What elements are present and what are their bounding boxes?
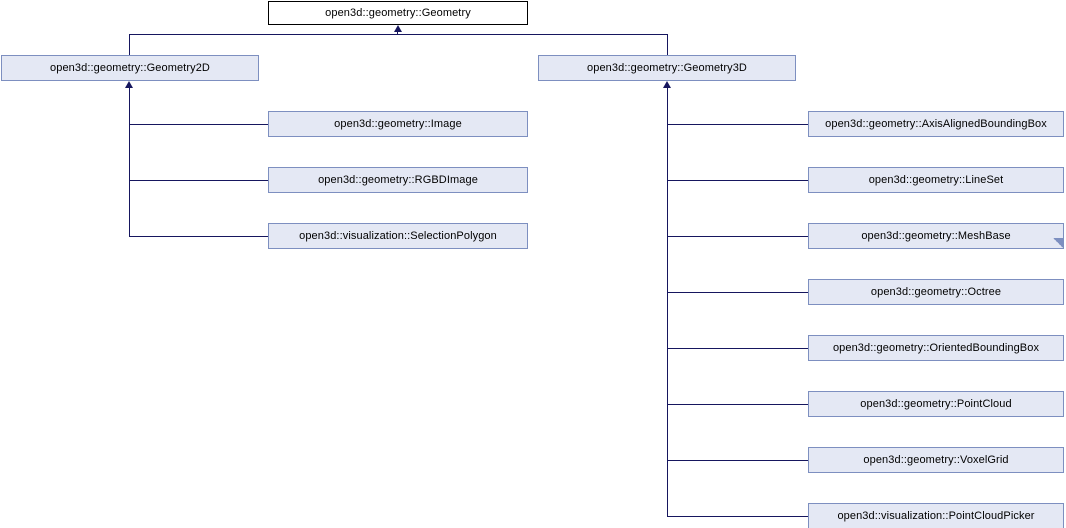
edge-root-stem xyxy=(397,31,398,35)
node-label: open3d::geometry::VoxelGrid xyxy=(863,453,1009,466)
edge-to-rgbdimage xyxy=(129,180,268,181)
node-label: open3d::geometry::Geometry3D xyxy=(587,61,747,74)
node-label: open3d::visualization::PointCloudPicker xyxy=(837,509,1035,522)
edge-to-octree xyxy=(667,292,808,293)
edge-geometry3d-trunk xyxy=(667,87,668,517)
edge-to-image xyxy=(129,124,268,125)
node-voxelgrid[interactable]: open3d::geometry::VoxelGrid xyxy=(808,447,1064,473)
edge-to-axisalignedboundingbox xyxy=(667,124,808,125)
node-label: open3d::geometry::LineSet xyxy=(868,173,1004,186)
node-label: open3d::geometry::PointCloud xyxy=(860,397,1012,410)
node-lineset[interactable]: open3d::geometry::LineSet xyxy=(808,167,1064,193)
node-label: open3d::geometry::AxisAlignedBoundingBox xyxy=(825,117,1047,130)
edge-geometry2d-trunk xyxy=(129,87,130,236)
inheritance-arrow-to-geometry3d xyxy=(663,81,671,88)
node-label: open3d::geometry::Geometry2D xyxy=(50,61,210,74)
node-meshbase[interactable]: open3d::geometry::MeshBase xyxy=(808,223,1064,249)
node-label: open3d::visualization::SelectionPolygon xyxy=(299,229,497,242)
node-selectionpolygon[interactable]: open3d::visualization::SelectionPolygon xyxy=(268,223,528,249)
node-label: open3d::geometry::Geometry xyxy=(325,6,471,19)
node-orientedboundingbox[interactable]: open3d::geometry::OrientedBoundingBox xyxy=(808,335,1064,361)
inheritance-arrow-to-geometry2d xyxy=(125,81,133,88)
node-label: open3d::geometry::MeshBase xyxy=(861,229,1011,242)
node-geometry3d[interactable]: open3d::geometry::Geometry3D xyxy=(538,55,796,81)
node-label: open3d::geometry::OrientedBoundingBox xyxy=(832,341,1040,354)
node-axisalignedboundingbox[interactable]: open3d::geometry::AxisAlignedBoundingBox xyxy=(808,111,1064,137)
inheritance-arrow-to-geometry xyxy=(394,25,402,32)
edge-to-pointcloudpicker xyxy=(667,516,808,517)
edge-to-voxelgrid xyxy=(667,460,808,461)
edge-level1-bus xyxy=(129,34,668,35)
node-octree[interactable]: open3d::geometry::Octree xyxy=(808,279,1064,305)
edge-to-pointcloud xyxy=(667,404,808,405)
edge-level1-drop-right xyxy=(667,34,668,55)
node-rgbdimage[interactable]: open3d::geometry::RGBDImage xyxy=(268,167,528,193)
node-label: open3d::geometry::RGBDImage xyxy=(318,173,478,186)
node-label: open3d::geometry::Octree xyxy=(870,285,1002,298)
node-pointcloudpicker[interactable]: open3d::visualization::PointCloudPicker xyxy=(808,503,1064,528)
node-pointcloud[interactable]: open3d::geometry::PointCloud xyxy=(808,391,1064,417)
node-geometry2d[interactable]: open3d::geometry::Geometry2D xyxy=(1,55,259,81)
edge-to-meshbase xyxy=(667,236,808,237)
edge-to-orientedboundingbox xyxy=(667,348,808,349)
edge-level1-drop-left xyxy=(129,34,130,55)
node-label: open3d::geometry::Image xyxy=(334,117,462,130)
node-geometry[interactable]: open3d::geometry::Geometry xyxy=(268,1,528,25)
edge-to-lineset xyxy=(667,180,808,181)
edge-to-selectionpolygon xyxy=(129,236,268,237)
node-image[interactable]: open3d::geometry::Image xyxy=(268,111,528,137)
